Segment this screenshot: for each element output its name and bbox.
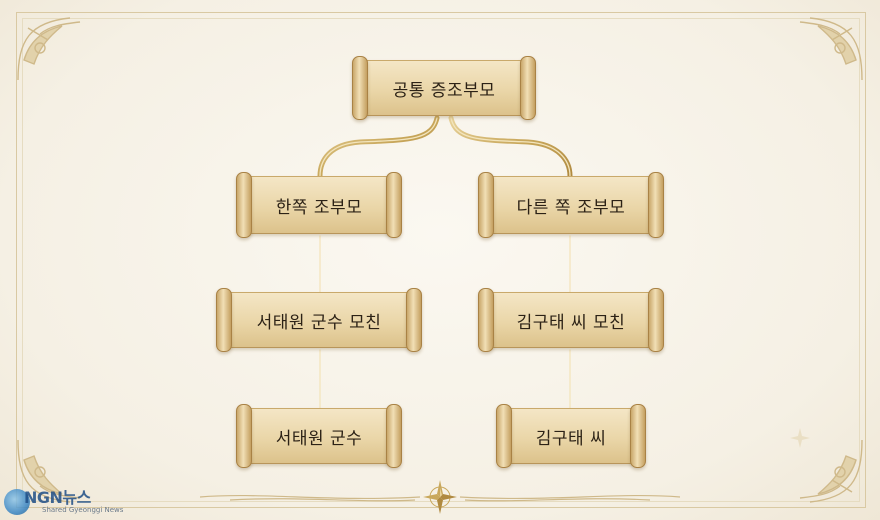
node-right-child: 김구태 씨: [496, 404, 646, 468]
bottom-ornament: [199, 494, 681, 502]
connector-highlights: [319, 117, 571, 409]
corner-flourish-icon: [17, 439, 81, 503]
tree-connectors: [317, 115, 573, 411]
node-label: 김구태 씨 모친: [516, 312, 626, 333]
node-label: 서태원 군수: [275, 428, 363, 449]
connector-root-right: [448, 115, 573, 179]
node-label: 다른 쪽 조부모: [516, 197, 626, 218]
corner-flourish-icon: [799, 17, 863, 81]
node-label: 공통 증조부모: [392, 80, 496, 101]
node-left-parent: 서태원 군수 모친: [216, 288, 422, 352]
node-common-great-grandparents: 공통 증조부모: [352, 56, 536, 120]
sparkle-icon: [790, 428, 810, 448]
node-label: 한쪽 조부모: [275, 197, 363, 218]
corner-flourish-icon: [17, 17, 81, 81]
watermark-logo: NGN뉴스 Shared Gyeonggi News: [4, 488, 123, 516]
node-label: 김구태 씨: [535, 428, 607, 449]
node-left-grandparent: 한쪽 조부모: [236, 172, 402, 238]
watermark-subtitle: Shared Gyeonggi News: [42, 506, 124, 514]
node-label: 서태원 군수 모친: [256, 312, 382, 333]
globe-logo-icon: [4, 489, 30, 515]
node-right-grandparent: 다른 쪽 조부모: [478, 172, 664, 238]
node-left-child: 서태원 군수: [236, 404, 402, 468]
watermark-brand: NGN뉴스: [24, 488, 91, 507]
corner-flourish-icon: [799, 439, 863, 503]
node-right-parent: 김구태 씨 모친: [478, 288, 664, 352]
compass-rose-icon: [423, 480, 457, 514]
